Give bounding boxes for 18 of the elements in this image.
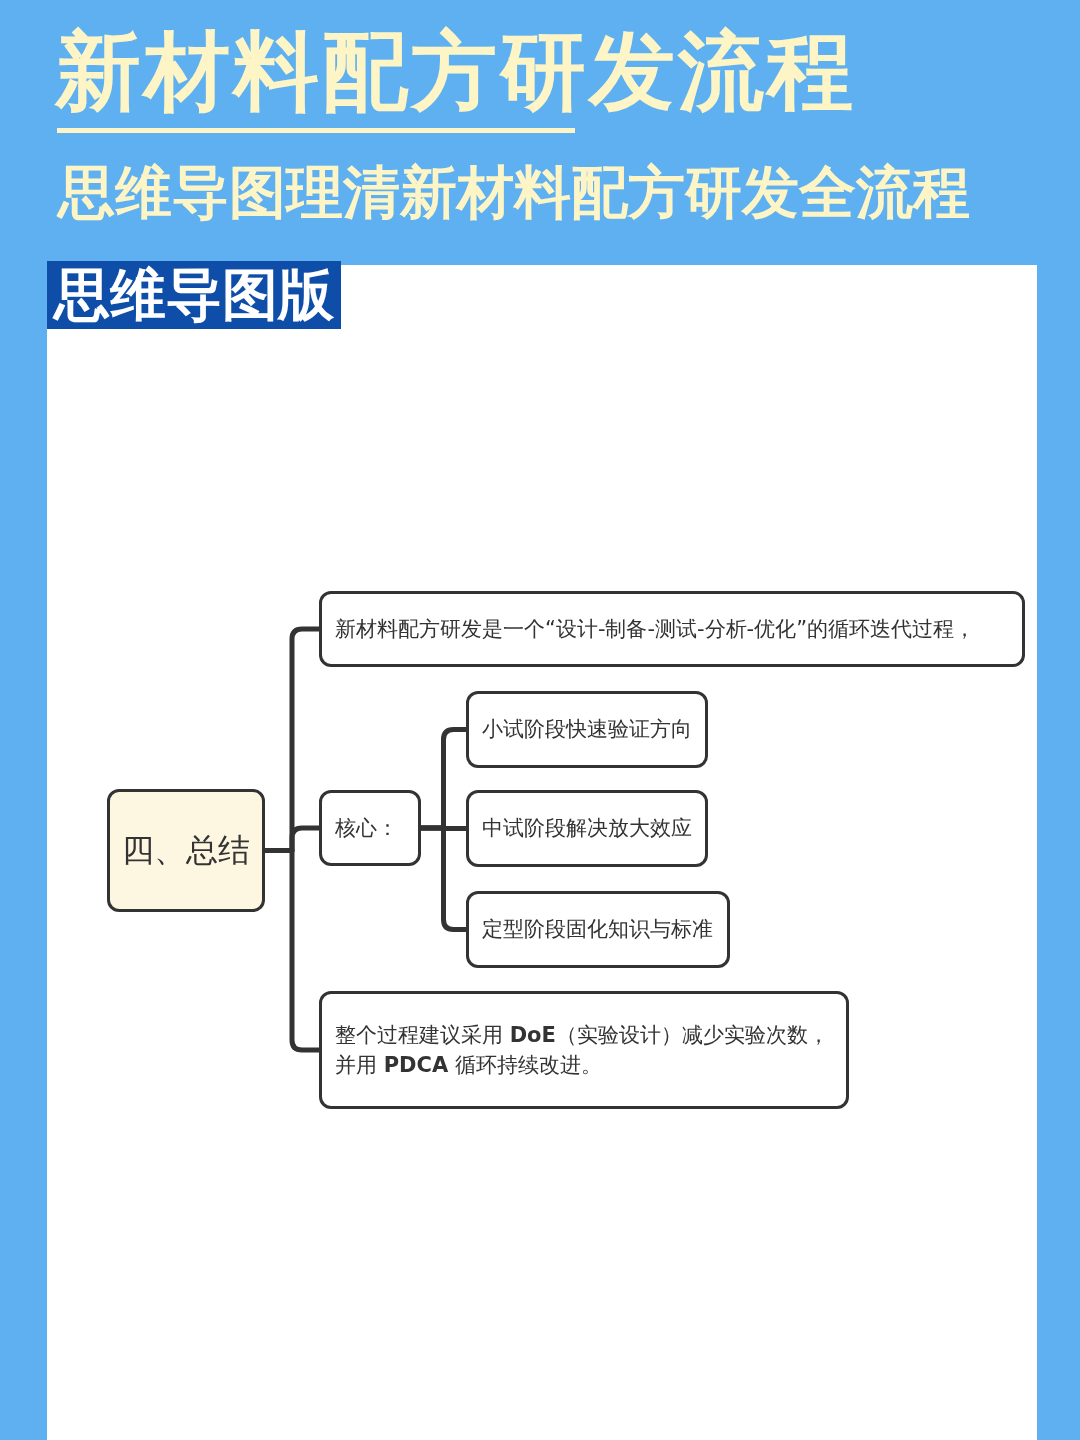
- connector-line: [421, 825, 466, 932]
- node-text: 整个过程建议采用 DoE（实验设计）减少实验次数，并用 PDCA 循环持续改进。: [335, 1021, 830, 1079]
- node-text: 中试阶段解决放大效应: [482, 815, 692, 843]
- node-text: 定型阶段固化知识与标准: [482, 916, 713, 944]
- section-tag: 思维导图版: [47, 261, 341, 329]
- title: 新材料配方研发流程: [55, 20, 856, 123]
- subtopic-box: [466, 891, 730, 968]
- subtopic-box: [319, 790, 421, 866]
- node-text: 小试阶段快速验证方向: [482, 716, 692, 744]
- subtopic-box: [319, 991, 849, 1109]
- subtopic-box: [466, 790, 708, 867]
- subtitle: 思维导图理清新材料配方研发全流程: [58, 158, 970, 227]
- node-text: 核心：: [335, 814, 398, 842]
- subtopic-box: [466, 691, 708, 768]
- subtopic-box: [319, 591, 1025, 667]
- topic-box: [107, 789, 265, 912]
- node-text: 新材料配方研发是一个“设计-制备-测试-分析-优化”的循环迭代过程，: [335, 615, 976, 643]
- node-text: 四、总结: [122, 830, 250, 872]
